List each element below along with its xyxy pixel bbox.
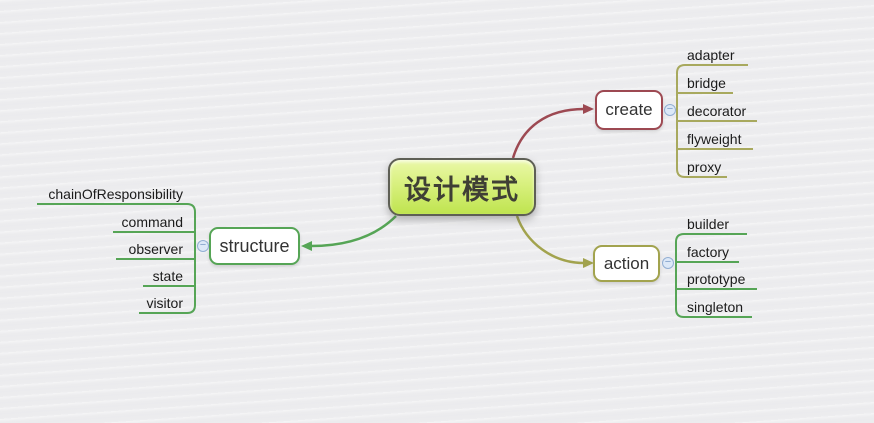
link-root-to-structure xyxy=(310,215,397,248)
child-node-factory[interactable]: factory xyxy=(687,244,730,260)
child-node-state[interactable]: state xyxy=(152,268,183,284)
child-node-adapter[interactable]: adapter xyxy=(687,47,735,63)
link-root-to-create xyxy=(511,107,585,159)
collapse-toggle-action[interactable]: − xyxy=(662,257,674,269)
child-node-prototype[interactable]: prototype xyxy=(687,271,746,287)
collapse-toggle-structure[interactable]: − xyxy=(197,240,209,252)
collapse-toggle-create[interactable]: − xyxy=(664,104,676,116)
root-node[interactable]: 设计模式 xyxy=(388,158,536,216)
child-node-flyweight[interactable]: flyweight xyxy=(687,131,742,147)
child-node-observer[interactable]: observer xyxy=(128,241,183,257)
child-node-proxy[interactable]: proxy xyxy=(687,159,722,175)
child-node-visitor[interactable]: visitor xyxy=(146,295,183,311)
branch-node-action[interactable]: action xyxy=(593,245,660,282)
link-root-to-action xyxy=(515,215,585,265)
child-node-singleton[interactable]: singleton xyxy=(687,299,744,315)
branch-node-structure[interactable]: structure xyxy=(209,227,300,265)
child-node-chain-of-responsibility[interactable]: chainOfResponsibility xyxy=(48,186,183,202)
child-node-command[interactable]: command xyxy=(121,214,183,230)
child-node-bridge[interactable]: bridge xyxy=(687,75,726,91)
link-root-to-create-arrowhead xyxy=(583,104,594,114)
child-node-decorator[interactable]: decorator xyxy=(687,103,747,119)
link-root-to-structure-arrowhead xyxy=(301,241,312,251)
branch-node-create[interactable]: create xyxy=(595,90,663,130)
child-node-builder[interactable]: builder xyxy=(687,216,730,232)
